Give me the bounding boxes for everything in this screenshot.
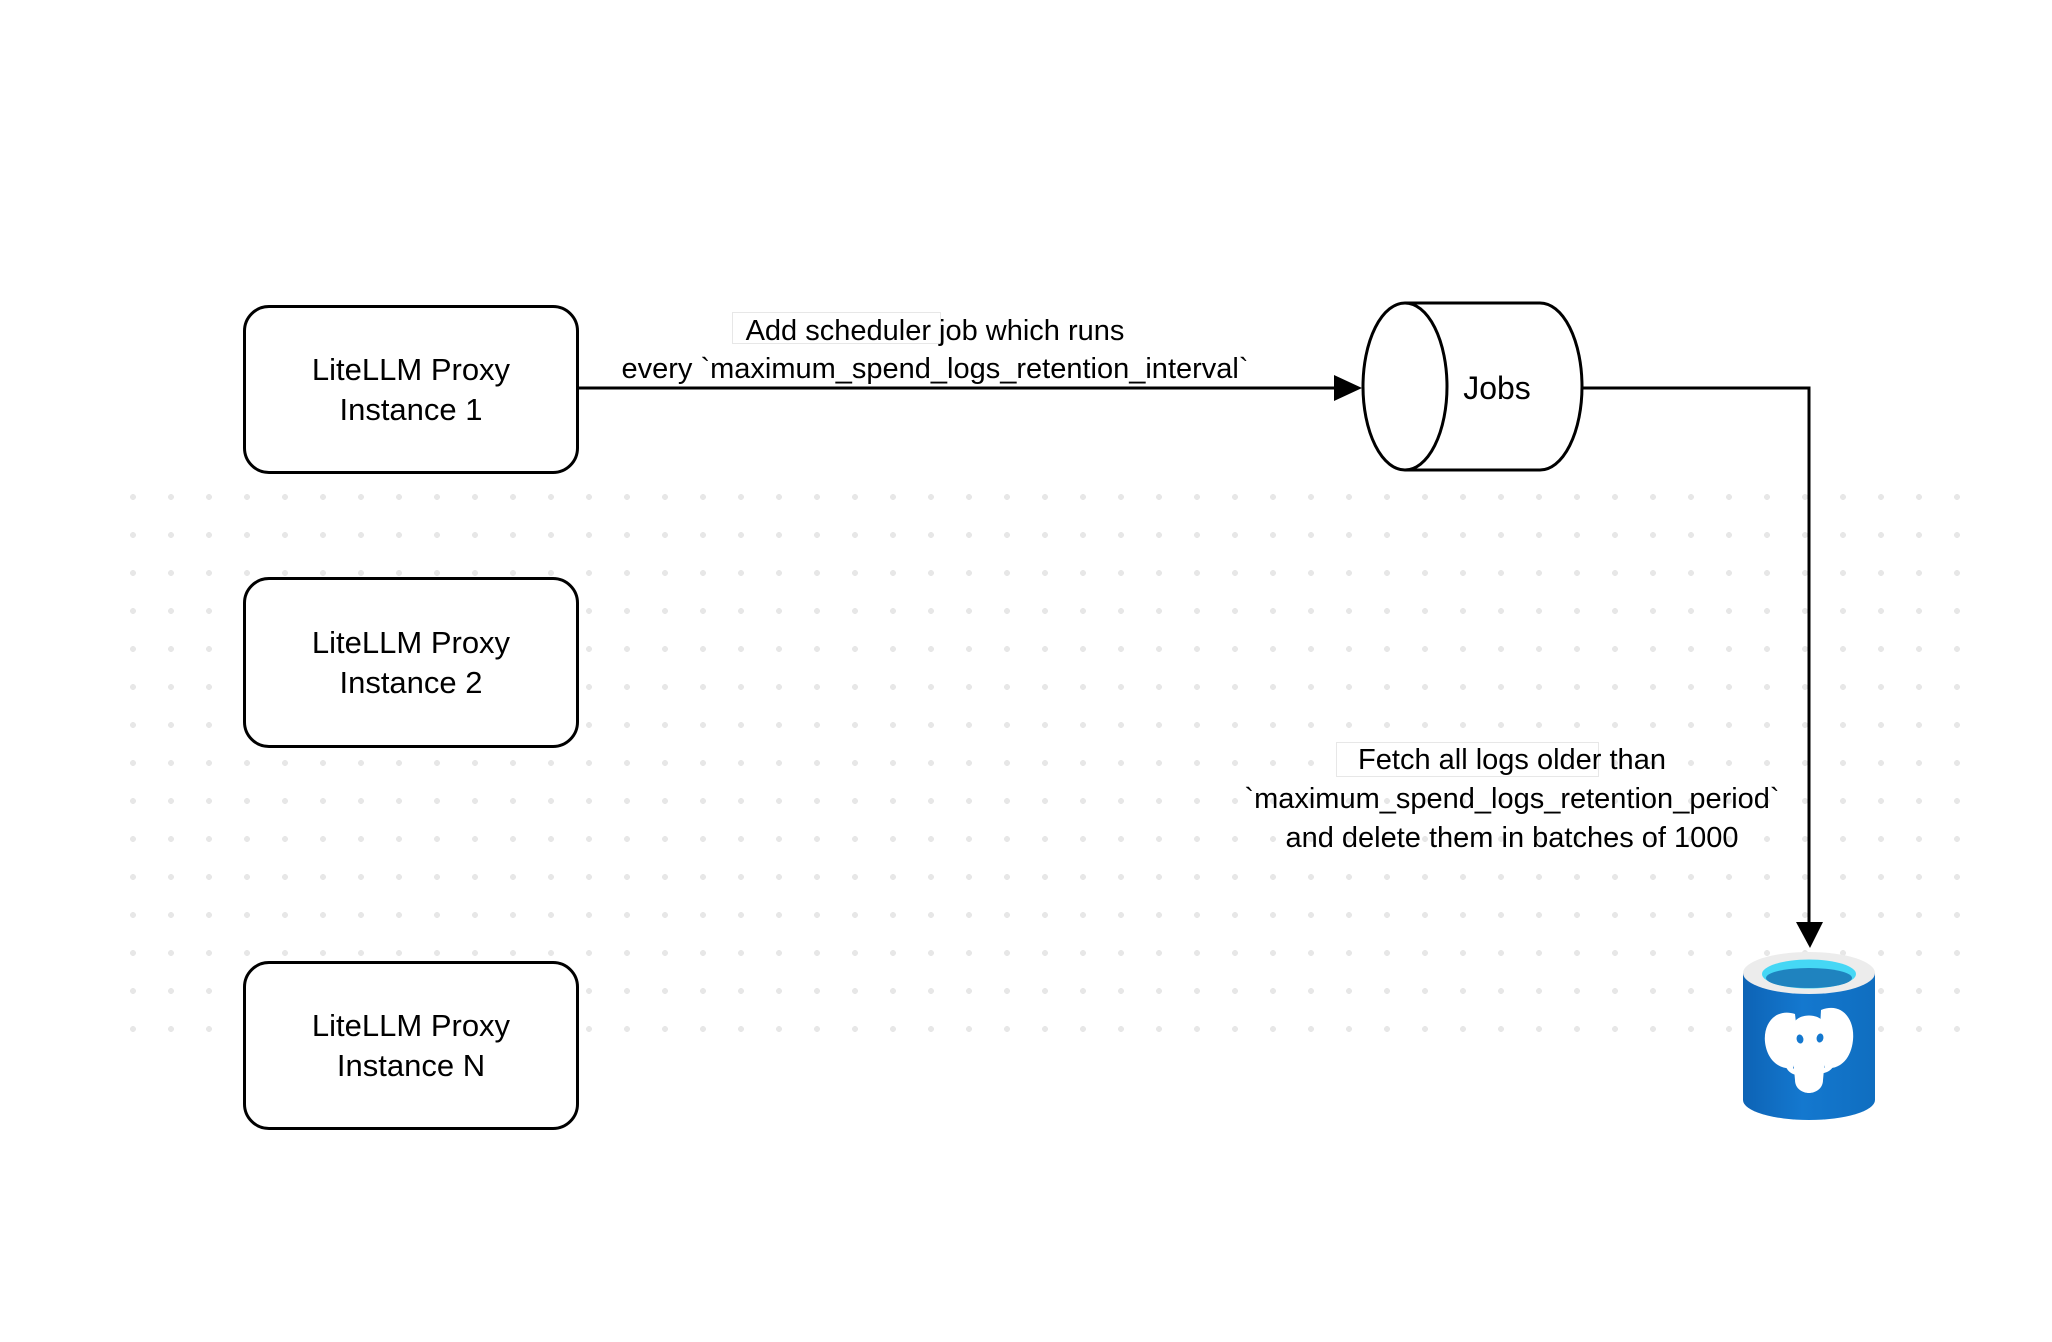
node-label-line: Instance N <box>336 1047 486 1083</box>
node-label-line: Instance 1 <box>339 391 483 427</box>
fetch-label-background <box>1336 742 1599 777</box>
node-label-line: LiteLLM Proxy <box>311 351 511 387</box>
scheduler-label-background <box>732 312 941 344</box>
edge-label-line: `maximum_spend_logs_retention_period` <box>1244 783 1780 815</box>
postgresql-database-icon <box>1743 952 1875 1120</box>
node-label-line: LiteLLM Proxy <box>311 1007 511 1043</box>
node-litellm-proxy-instance-2: LiteLLM Proxy Instance 2 <box>243 577 579 748</box>
edge-label-line: Add scheduler job which runs <box>745 315 1125 347</box>
edge-label-fetch: Fetch all logs older than `maximum_spend… <box>1112 741 1912 858</box>
dot-grid-background <box>114 478 1984 1038</box>
postgres-elephant-icon <box>1764 1007 1854 1093</box>
edge-scheduler <box>575 375 1362 401</box>
arrowhead-right-icon <box>1334 375 1362 401</box>
node-litellm-proxy-instance-1: LiteLLM Proxy Instance 1 <box>243 305 579 474</box>
edge-label-line: every `maximum_spend_logs_retention_inte… <box>621 353 1249 385</box>
edge-label-line: Fetch all logs older than <box>1358 744 1666 776</box>
jobs-node-label: Jobs <box>1463 370 1531 406</box>
node-litellm-proxy-instance-n: LiteLLM Proxy Instance N <box>243 961 579 1130</box>
arrowhead-down-icon <box>1796 922 1823 948</box>
node-label-line: LiteLLM Proxy <box>311 624 511 660</box>
edge-fetch <box>1582 386 1823 948</box>
jobs-queue-cylinder <box>1361 301 1584 472</box>
node-label-line: Instance 2 <box>339 664 483 700</box>
edge-label-scheduler: Add scheduler job which runs every `maxi… <box>535 312 1335 388</box>
edge-label-line: and delete them in batches of 1000 <box>1285 822 1739 854</box>
